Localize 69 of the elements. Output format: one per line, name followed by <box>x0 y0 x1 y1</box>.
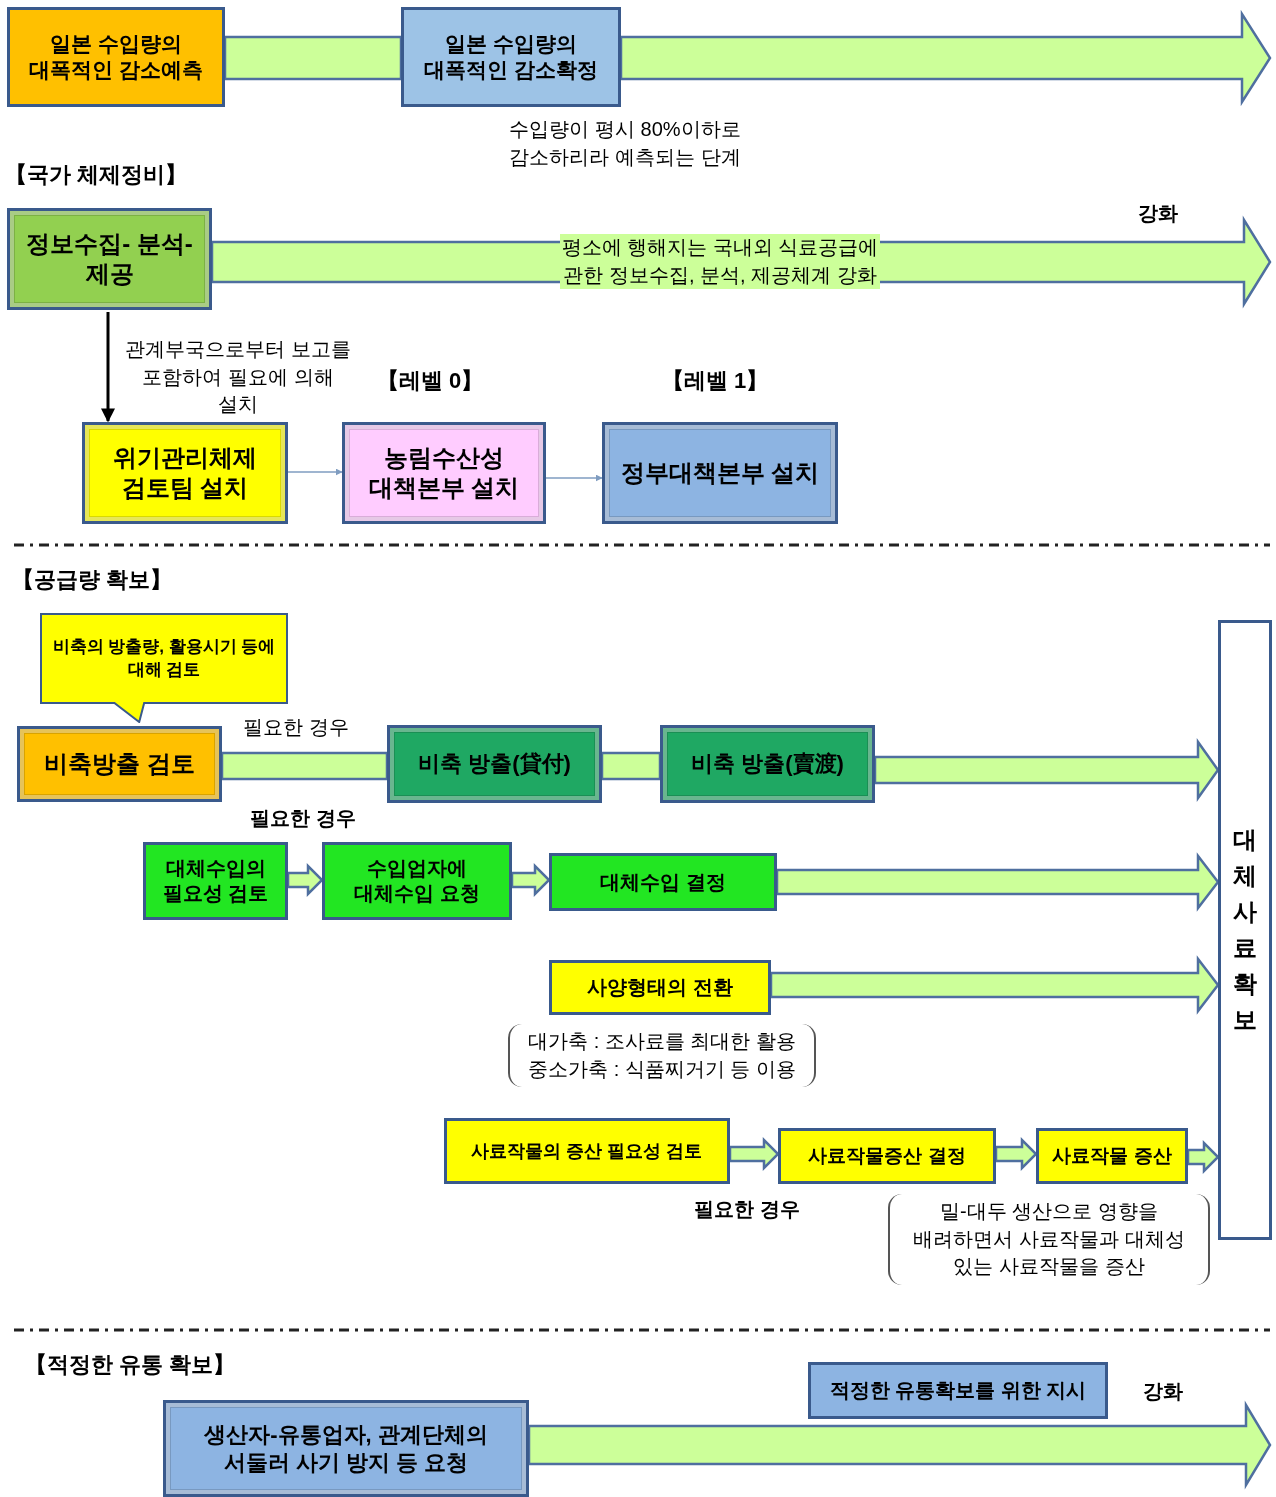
section-label: 강화 <box>1143 1379 1183 1404</box>
vertical-box <box>1218 620 1272 1240</box>
block-arrow <box>600 751 662 781</box>
box-text: 농림수산성 대책본부 설치 <box>367 443 521 503</box>
note-text: 【레벨 1】 <box>660 367 770 395</box>
block-arrow <box>223 35 403 81</box>
section-label: 강화 <box>1138 201 1178 226</box>
section-label: 【적정한 유통 확보】 <box>25 1351 236 1379</box>
box-text: 정보수집- 분석-제공 <box>25 229 194 289</box>
arrow <box>101 312 115 423</box>
block-arrow <box>619 9 1272 107</box>
process-box <box>1036 1128 1188 1184</box>
box-text: 사양형태의 전환 <box>587 975 733 1000</box>
vertical-text: 대체사료 확보 <box>1233 825 1257 1035</box>
box-text: 대체수입의 필요성 검토 <box>161 856 270 906</box>
block-arrow <box>994 1137 1038 1171</box>
process-box <box>7 208 212 310</box>
note-text: 밀-대두 생산으로 영향을 배려하면서 사료작물과 대체성 있는 사료작물을 증산 <box>912 1199 1186 1279</box>
box-text: 생산자-유통업자, 관계단체의 서둘러 사기 방지 등 요청 <box>203 1421 489 1476</box>
section-label: 【국가 체제정비】 <box>5 161 188 189</box>
process-box <box>387 725 602 803</box>
box-text: 일본 수입량의 대폭적인 감소예측 <box>28 30 204 83</box>
section-label: 【공급량 확보】 <box>12 566 173 594</box>
box-text: 수입업자에 대체수입 요청 <box>353 856 481 906</box>
box-text: 위기관리체제 검토팀 설치 <box>112 443 258 503</box>
box-text: 대체수입 결정 <box>600 869 726 895</box>
section-label: 필요한 경우 <box>694 1197 800 1222</box>
box-text: 비축 방출(賣渡) <box>691 750 844 778</box>
box-text: 적정한 유통확보를 위한 지시 <box>829 1378 1087 1403</box>
block-arrow <box>527 1400 1272 1490</box>
block-arrow <box>220 751 389 781</box>
block-arrow <box>873 738 1220 802</box>
box-text: 정부대책본부 설치 <box>620 458 820 488</box>
block-arrow <box>775 852 1220 912</box>
box-text: 사료작물증산 결정 <box>808 1144 966 1168</box>
note-text: 【레벨 0】 <box>375 367 485 395</box>
process-box <box>322 842 512 920</box>
process-box <box>143 842 288 920</box>
process-box <box>602 422 838 524</box>
block-arrow <box>286 863 324 897</box>
block-arrow <box>728 1137 780 1171</box>
process-box <box>660 725 875 803</box>
edge-label: 평소에 행해지는 국내외 식료공급에 관한 정보수집, 분석, 제공체계 강화 <box>560 234 880 289</box>
block-arrow <box>1186 1140 1220 1174</box>
note-text: 대가축 : 조사료를 최대한 활용 <box>527 1029 797 1054</box>
process-box <box>444 1118 730 1184</box>
box-text: 사료작물의 증산 필요성 검토 <box>471 1139 703 1163</box>
process-box <box>17 726 222 802</box>
box-text: 일본 수입량의 대폭적인 감소확정 <box>423 30 599 83</box>
callout-text: 비축의 방출량, 활용시기 등에 대해 검토 <box>51 635 277 681</box>
arrow <box>287 468 343 476</box>
process-box <box>808 1362 1108 1419</box>
process-box <box>82 422 288 524</box>
process-box <box>401 7 621 107</box>
box-text: 비축방출 검토 <box>44 749 195 779</box>
process-box <box>163 1400 529 1497</box>
note-text: 중소가축 : 식품찌거기 등 이용 <box>527 1056 797 1082</box>
process-box <box>549 853 777 911</box>
process-box <box>549 960 771 1015</box>
box-text: 사료작물 증산 <box>1052 1144 1172 1168</box>
note-text: 수입량이 평시 80%이하로 감소하리라 예측되는 단계 <box>508 117 742 170</box>
box-text: 비축 방출(貸付) <box>418 750 571 778</box>
process-box <box>778 1128 996 1184</box>
process-box <box>7 7 225 107</box>
block-arrow <box>769 955 1220 1015</box>
process-box <box>342 422 546 524</box>
block-arrow <box>510 863 551 897</box>
arrow <box>545 474 603 482</box>
section-label: 필요한 경우 <box>250 806 356 831</box>
